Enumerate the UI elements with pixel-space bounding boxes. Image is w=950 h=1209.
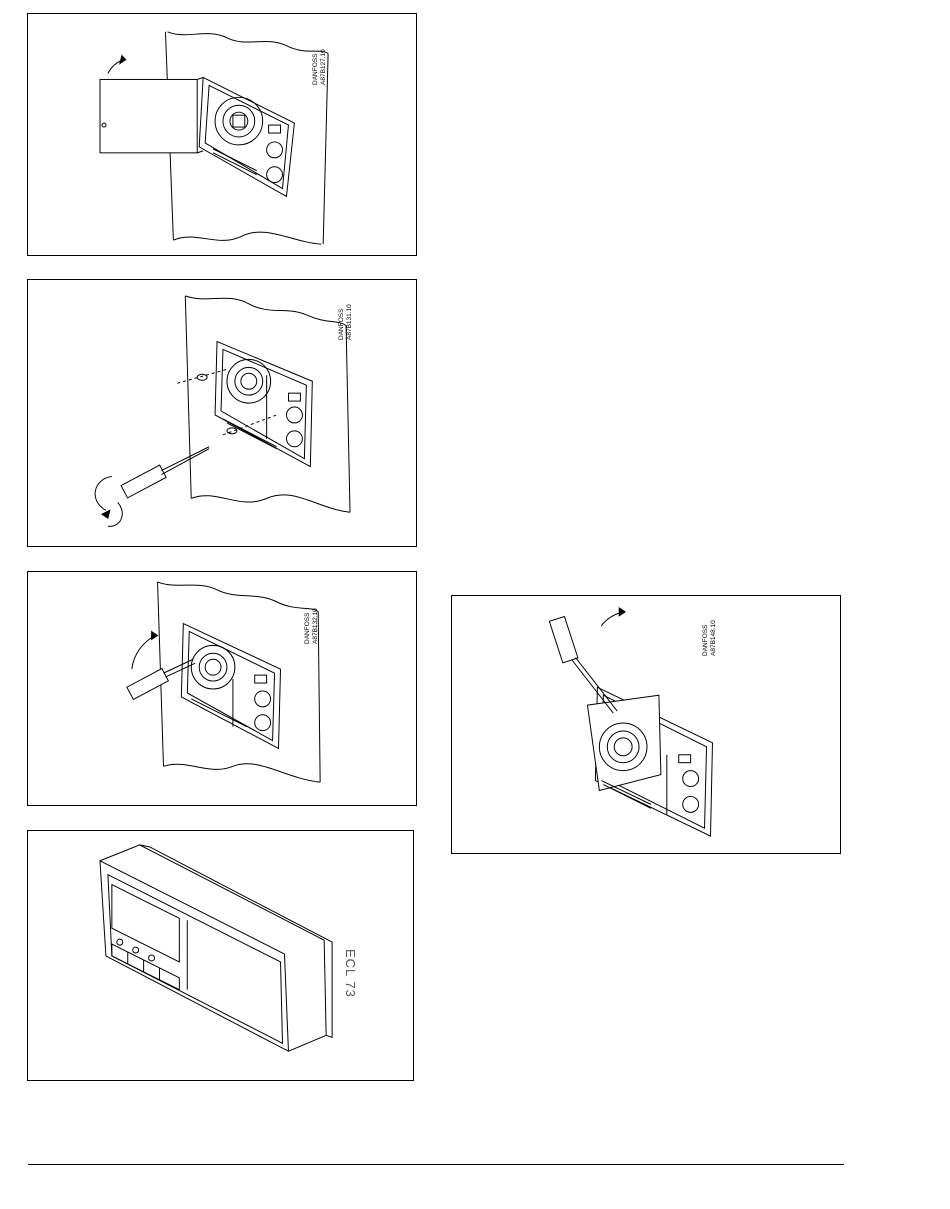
brand-name: DANFOSS — [304, 608, 312, 644]
figure-reference: DANFOSS A87B148.10 — [702, 620, 717, 656]
product-label: ECL 73 — [343, 949, 358, 998]
figure-reference: DANFOSS A87B131.10 — [338, 304, 353, 340]
illustration-lever-out — [452, 596, 840, 853]
figure-reference: DANFOSS A87B127.10 — [312, 49, 327, 85]
illustration-lever-release — [28, 572, 416, 805]
figure-code: A87B132.10 — [312, 608, 320, 644]
figure-open-cover: DANFOSS A87B127.10 — [27, 13, 417, 256]
illustration-open-cover — [28, 14, 416, 255]
illustration-remove-screws — [28, 280, 416, 546]
footer-rule — [28, 1164, 844, 1165]
figure-code: A87B127.10 — [320, 49, 328, 85]
brand-name: DANFOSS — [338, 304, 346, 340]
figure-lever-release: DANFOSS A87B132.10 — [27, 571, 417, 806]
brand-name: DANFOSS — [702, 620, 710, 656]
figure-reference: DANFOSS A87B132.10 — [304, 608, 319, 644]
figure-remove-screws: DANFOSS A87B131.10 — [27, 279, 417, 547]
figure-code: A87B148.10 — [710, 620, 718, 656]
brand-name: DANFOSS — [312, 49, 320, 85]
figure-ecl-device: ECL 73 — [27, 830, 414, 1081]
figure-lever-out: DANFOSS A87B148.10 — [451, 595, 841, 854]
figure-code: A87B131.10 — [346, 304, 354, 340]
